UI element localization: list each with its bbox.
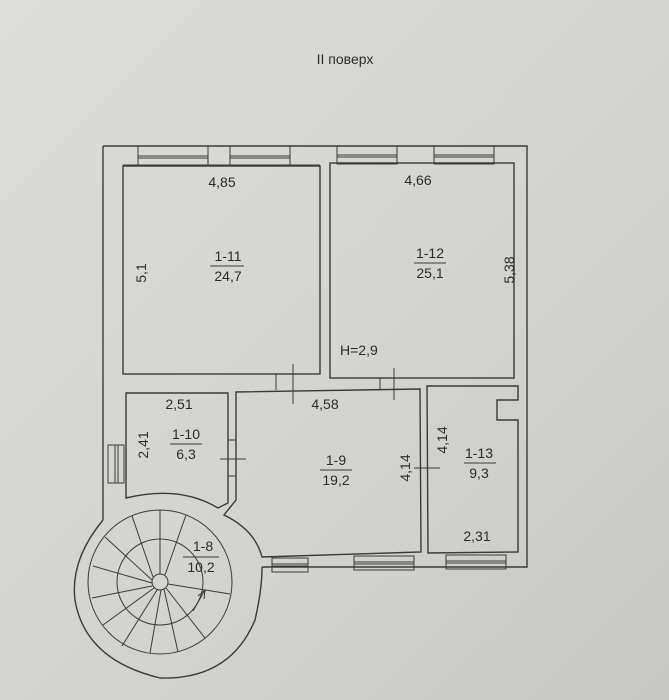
svg-text:19,2: 19,2 (322, 472, 349, 488)
outer-wall (102, 145, 528, 568)
svg-text:1-10: 1-10 (172, 426, 200, 442)
svg-text:4,66: 4,66 (404, 172, 431, 188)
svg-text:9,3: 9,3 (469, 465, 489, 481)
floor-title: II поверх (317, 51, 374, 67)
svg-text:1-11: 1-11 (215, 248, 242, 264)
ceiling-height: H=2,9 (340, 342, 378, 358)
svg-text:1-13: 1-13 (465, 445, 493, 461)
svg-text:2,51: 2,51 (165, 396, 192, 412)
room-1-10 (125, 392, 229, 509)
svg-text:25,1: 25,1 (416, 265, 443, 281)
room-1-9-labels: 4,58 1-9 19,2 4,14 (311, 396, 413, 488)
room-1-8-labels: 1-8 10,2 (183, 538, 219, 575)
svg-text:2,31: 2,31 (463, 528, 490, 544)
room-1-9 (222, 388, 422, 558)
room-1-12-labels: 4,66 1-12 25,1 5,38 H=2,9 (340, 172, 517, 358)
svg-text:10,2: 10,2 (187, 559, 214, 575)
svg-text:24,7: 24,7 (214, 268, 241, 284)
spiral-staircase (73, 509, 263, 679)
room-1-12 (329, 162, 515, 379)
windows-bottom (271, 554, 507, 573)
room-1-11-labels: 4,85 1-11 24,7 5,1 (133, 174, 244, 284)
svg-text:5,38: 5,38 (501, 256, 517, 283)
svg-text:2,41: 2,41 (135, 431, 151, 458)
room-1-10-labels: 2,51 1-10 6,3 2,41 (135, 396, 202, 462)
svg-text:1-8: 1-8 (193, 538, 213, 554)
svg-text:1-9: 1-9 (326, 452, 346, 468)
svg-text:1-12: 1-12 (416, 245, 444, 261)
svg-text:4,58: 4,58 (311, 396, 338, 412)
room-1-13 (426, 385, 519, 554)
svg-text:4,85: 4,85 (208, 174, 235, 190)
svg-text:5,1: 5,1 (133, 263, 149, 283)
room-1-11 (122, 165, 321, 375)
svg-text:6,3: 6,3 (176, 446, 196, 462)
room-1-13-labels: 1-13 9,3 2,31 4,14 (434, 426, 496, 544)
svg-text:4,14: 4,14 (434, 426, 450, 453)
svg-text:4,14: 4,14 (397, 454, 413, 481)
windows-top (137, 145, 495, 167)
